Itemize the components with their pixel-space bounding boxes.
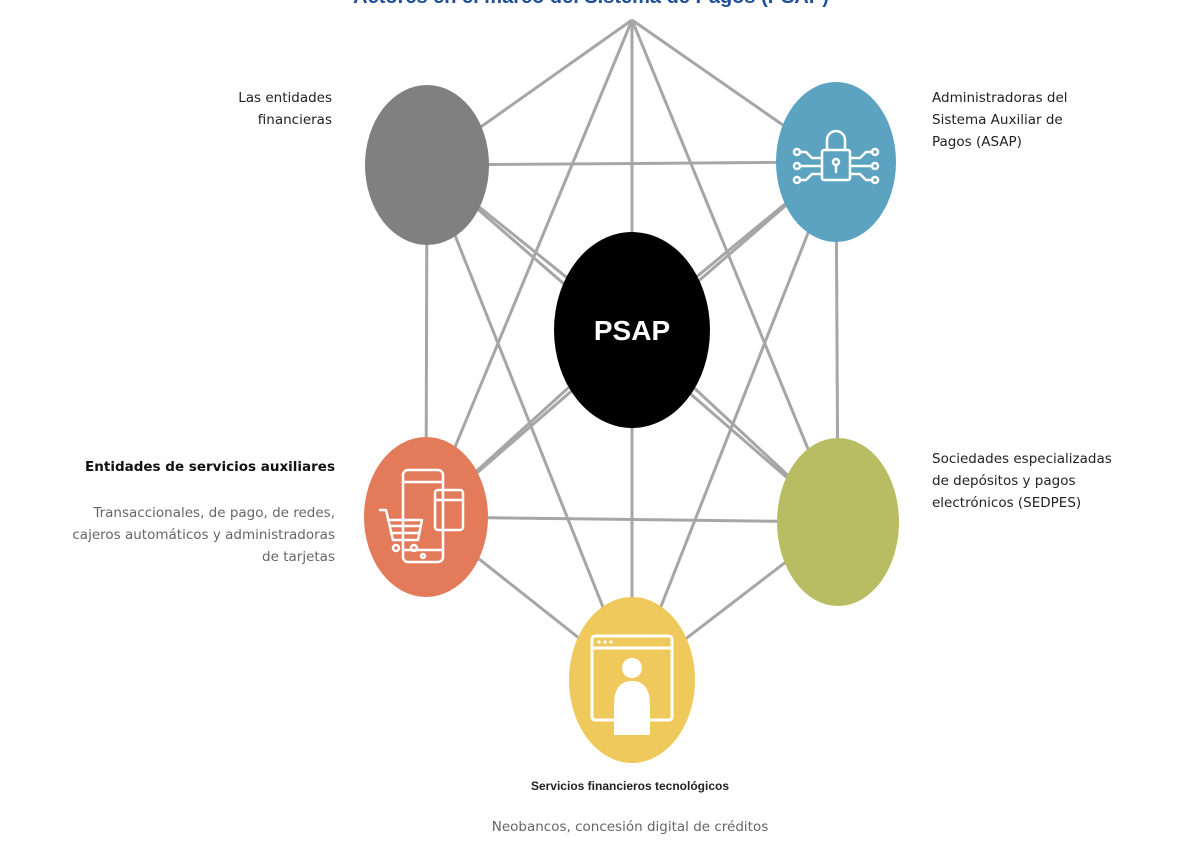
label-asap: Administradoras del Sistema Auxiliar de …: [932, 90, 1068, 150]
node-sedpes: [777, 438, 899, 606]
node-asap: [776, 82, 896, 242]
edge-top-sed: [630, 19, 840, 523]
node-entidades-financieras: [365, 85, 489, 245]
padlock-circuit-icon: [792, 129, 880, 185]
node-auxiliares: [364, 437, 488, 597]
node-fintech: [569, 597, 695, 763]
sublabel-fintech: Neobancos, concesión digital de créditos: [491, 819, 769, 835]
label-auxiliares: Entidades de servicios auxiliares: [85, 459, 335, 475]
label-sedpes: Sociedades especializadas de depósitos y…: [932, 451, 1112, 511]
edge-aux-sed: [425, 515, 839, 524]
center-label: PSAP: [594, 315, 670, 346]
edge-ef-asap: [426, 160, 837, 167]
diagram-title: Actores en el marco del Sistema de Pagos…: [0, 0, 1182, 9]
edge-asap-ft: [630, 161, 838, 681]
browser-person-icon: [590, 634, 674, 735]
sublabel-auxiliares: Transaccionales, de pago, de redes, caje…: [72, 505, 335, 565]
mobile-shopping-icon: [378, 468, 465, 564]
node-psap: PSAP: [554, 232, 710, 428]
edge-top-aux: [424, 19, 634, 518]
label-entidades-financieras: Las entidades financieras: [238, 90, 332, 128]
label-fintech: Servicios financieros tecnológicos: [530, 779, 730, 793]
